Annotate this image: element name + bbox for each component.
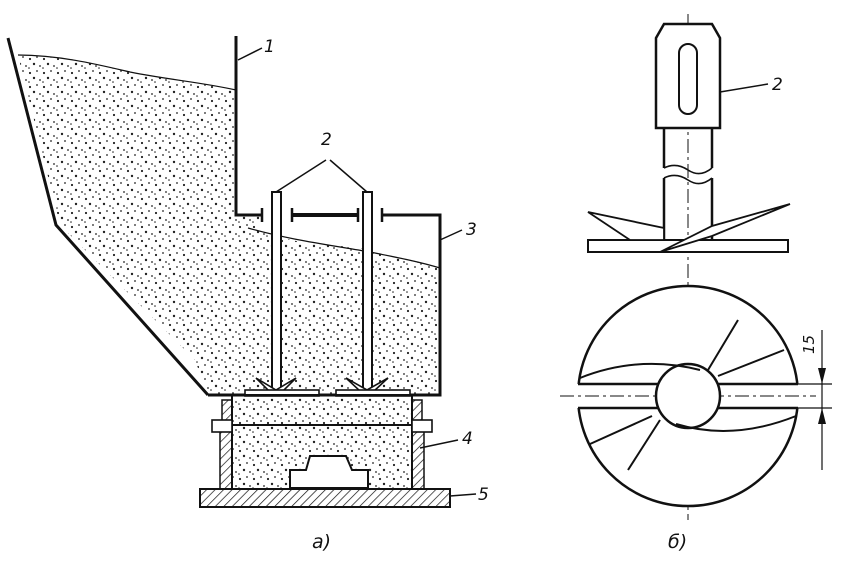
view-b: 2 15 б) [560,14,832,553]
view-a: 2 1 3 4 5 а) [6,36,489,553]
dimension-label: 15 [800,335,818,354]
leader-4 [419,439,459,449]
blade-wing-right [659,203,791,253]
label-agitator-detail: 2 [772,75,783,95]
leader-5 [449,493,477,497]
leader-2-right [329,159,368,193]
blade-rib-3 [627,419,661,471]
shaft-slot [678,43,698,115]
hopper-inner-wall [234,36,262,217]
leader-1 [237,47,263,61]
agitator-shaft-left [271,191,282,393]
leader-3 [439,229,463,241]
label-agitator: 2 [321,130,332,150]
label-box: 3 [466,220,477,240]
blade-rib-2 [717,349,785,377]
pattern [289,455,369,489]
sand-surface [17,54,237,91]
flask-wall-right [411,424,425,490]
frame-wall-left [221,399,233,423]
blade-wing-left [587,211,665,241]
caption-b: б) [668,531,687,553]
label-hopper: 1 [264,37,275,57]
frame-wall-right [411,399,423,423]
shaft-break [663,164,713,175]
shaft-upper [662,128,714,168]
flask-flange-left [211,419,233,433]
leader-2-left [275,159,327,193]
shaft-break-2 [663,174,713,185]
pattern-plate [199,488,451,508]
label-flask: 4 [462,429,473,449]
caption-a: а) [312,531,331,553]
sand-fill-hopper [18,55,440,395]
dim-arrow-top [818,368,826,384]
agitator-shaft-right [362,191,373,393]
flask-flange-right [411,419,433,433]
hopper-wall [6,37,210,396]
filling-frame [231,394,413,426]
blade-rib-1 [707,319,739,371]
flask-wall-left [219,424,233,490]
blade-curve-lower [675,415,797,432]
label-plate: 5 [478,485,489,505]
blade-rib-4 [589,415,653,445]
hub [654,362,722,430]
leader-2-detail [719,83,769,93]
blade-curve-upper [579,362,701,379]
dim-arrow-bottom [818,408,826,424]
